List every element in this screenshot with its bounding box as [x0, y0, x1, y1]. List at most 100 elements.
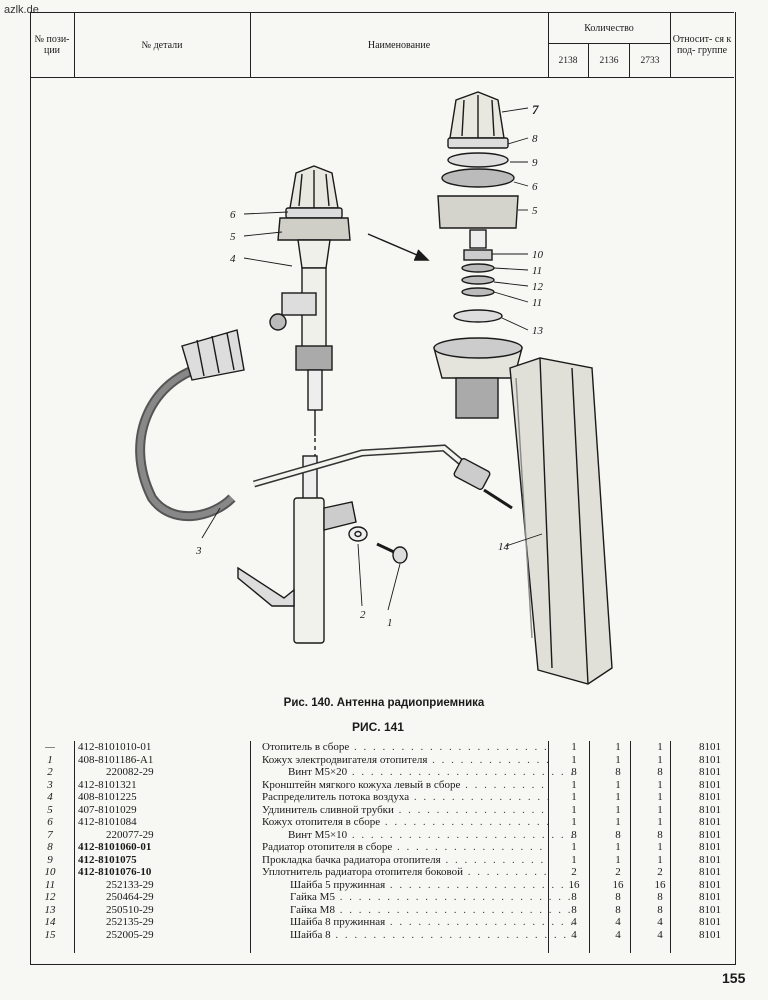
- callout: 7: [532, 102, 539, 117]
- name-text: Кожух электродвигателя отопителя: [262, 753, 428, 766]
- quantity-cell: 1: [657, 741, 663, 753]
- position-cell: 7: [47, 828, 53, 841]
- quantity-cell: 4: [657, 916, 663, 928]
- callout: 12: [532, 281, 544, 293]
- name-cell: Уплотнитель радиатора отопителя боковой …: [262, 866, 548, 878]
- name-text: Прокладка бачка радиатора отопителя: [262, 853, 441, 866]
- column-divider: [630, 741, 631, 953]
- position-cell: 14: [44, 916, 56, 928]
- quantity-cell: 16: [612, 878, 624, 891]
- column-divider: [250, 741, 251, 953]
- position-cell: 13: [44, 903, 56, 916]
- quantity-cell: 8: [615, 903, 621, 916]
- callout: 13: [532, 325, 544, 337]
- part-number-cell: 412-8101010-01: [78, 741, 152, 753]
- group-cell: 8101: [699, 828, 721, 841]
- part-number-cell: 407-8101029: [78, 803, 137, 816]
- callout: 6: [532, 181, 538, 193]
- name-text: Шайба 8: [290, 928, 331, 941]
- quantity-cell: 4: [615, 928, 621, 941]
- column-divider: [589, 741, 590, 953]
- group-cell: 8101: [699, 841, 721, 853]
- callout: 14: [498, 541, 510, 553]
- position-cell: 10: [44, 866, 56, 878]
- group-cell: 8101: [699, 878, 721, 891]
- quantity-cell: 2: [615, 866, 621, 878]
- quantity-cell: 1: [571, 841, 577, 853]
- name-cell: Кожух электродвигателя отопителя . . . .…: [262, 753, 548, 766]
- column-divider: [74, 741, 75, 953]
- group-cell: 8101: [699, 853, 721, 866]
- group-cell: 8101: [699, 816, 721, 828]
- quantity-cell: 1: [571, 816, 577, 828]
- callout: 9: [532, 157, 538, 169]
- position-cell: 8: [47, 841, 53, 853]
- callout: 5: [532, 205, 538, 217]
- quantity-cell: 16: [568, 878, 580, 891]
- callout: 2: [360, 609, 366, 621]
- callout: 11: [532, 265, 542, 277]
- quantity-cell: 8: [571, 891, 577, 903]
- quantity-cell: 1: [615, 753, 621, 766]
- antenna-exploded-diagram: 1 2 3 4 5 6 5 6 7 8 9 10 11 12 11 13 14: [135, 91, 613, 685]
- position-cell: 5: [47, 803, 53, 816]
- name-cell: Распределитель потока воздуха . . . . . …: [262, 791, 548, 803]
- quantity-cell: 2: [657, 866, 663, 878]
- part-number-cell: 252135-29: [106, 916, 154, 928]
- quantity-cell: 4: [571, 928, 577, 941]
- name-text: Уплотнитель радиатора отопителя боковой: [262, 866, 464, 878]
- figure-caption: Рис. 140. Антенна радиоприемника: [283, 697, 485, 709]
- group-cell: 8101: [699, 903, 721, 916]
- quantity-cell: 4: [615, 916, 621, 928]
- name-text: Радиатор отопителя в сборе: [262, 841, 393, 853]
- quantity-cell: 4: [657, 928, 663, 941]
- part-number-cell: 412-8101076-10: [78, 866, 152, 878]
- figure-title: РИС. 141: [352, 720, 404, 734]
- quantity-cell: 1: [657, 853, 663, 866]
- name-text: Отопитель в сборе: [262, 741, 350, 753]
- part-number-cell: 412-8101060-01: [78, 841, 152, 853]
- header-part-number: № детали: [74, 13, 251, 77]
- quantity-cell: 1: [571, 753, 577, 766]
- table-row: 7 220077-29 Винт М5×10 . . . . . . . . . .…: [30, 829, 734, 842]
- quantity-cell: 16: [654, 878, 666, 891]
- name-cell: Гайка М5 . . . . . . . . . . . . . . . .…: [290, 891, 573, 903]
- name-cell: Радиатор отопителя в сборе . . . . . . .…: [262, 841, 548, 853]
- page-number: 155: [722, 970, 746, 986]
- quantity-cell: 1: [615, 841, 621, 853]
- position-cell: 15: [44, 928, 56, 941]
- group-cell: 8101: [699, 928, 721, 941]
- column-divider: [548, 741, 549, 953]
- quantity-cell: 1: [657, 791, 663, 803]
- table-row: 8 412-8101060-01 Радиатор отопителя в сбор…: [30, 841, 734, 854]
- quantity-cell: 1: [615, 741, 621, 753]
- quantity-cell: 1: [571, 791, 577, 803]
- quantity-cell: 8: [615, 891, 621, 903]
- name-cell: Винт М5×10 . . . . . . . . . . . . . . .…: [288, 828, 574, 841]
- group-cell: 8101: [699, 778, 721, 791]
- part-number-cell: 220077-29: [106, 828, 154, 841]
- name-text: Кронштейн мягкого кожуха левый в сборе: [262, 778, 461, 791]
- callout: 8: [532, 133, 538, 145]
- header-name: Наименование: [250, 13, 549, 77]
- table-header: № пози- ции № детали Наименование Количе…: [30, 12, 734, 78]
- position-cell: 6: [47, 816, 53, 828]
- name-text: Гайка М8: [290, 903, 335, 916]
- name-cell: Отопитель в сборе . . . . . . . . . . . …: [262, 741, 548, 753]
- quantity-cell: 8: [571, 766, 577, 778]
- column-divider: [670, 741, 671, 953]
- part-number-cell: 408-8101186-А1: [78, 753, 154, 766]
- quantity-cell: 1: [657, 816, 663, 828]
- header-model: 2136: [589, 44, 630, 77]
- quantity-cell: 1: [657, 841, 663, 853]
- callout: 5: [230, 231, 236, 243]
